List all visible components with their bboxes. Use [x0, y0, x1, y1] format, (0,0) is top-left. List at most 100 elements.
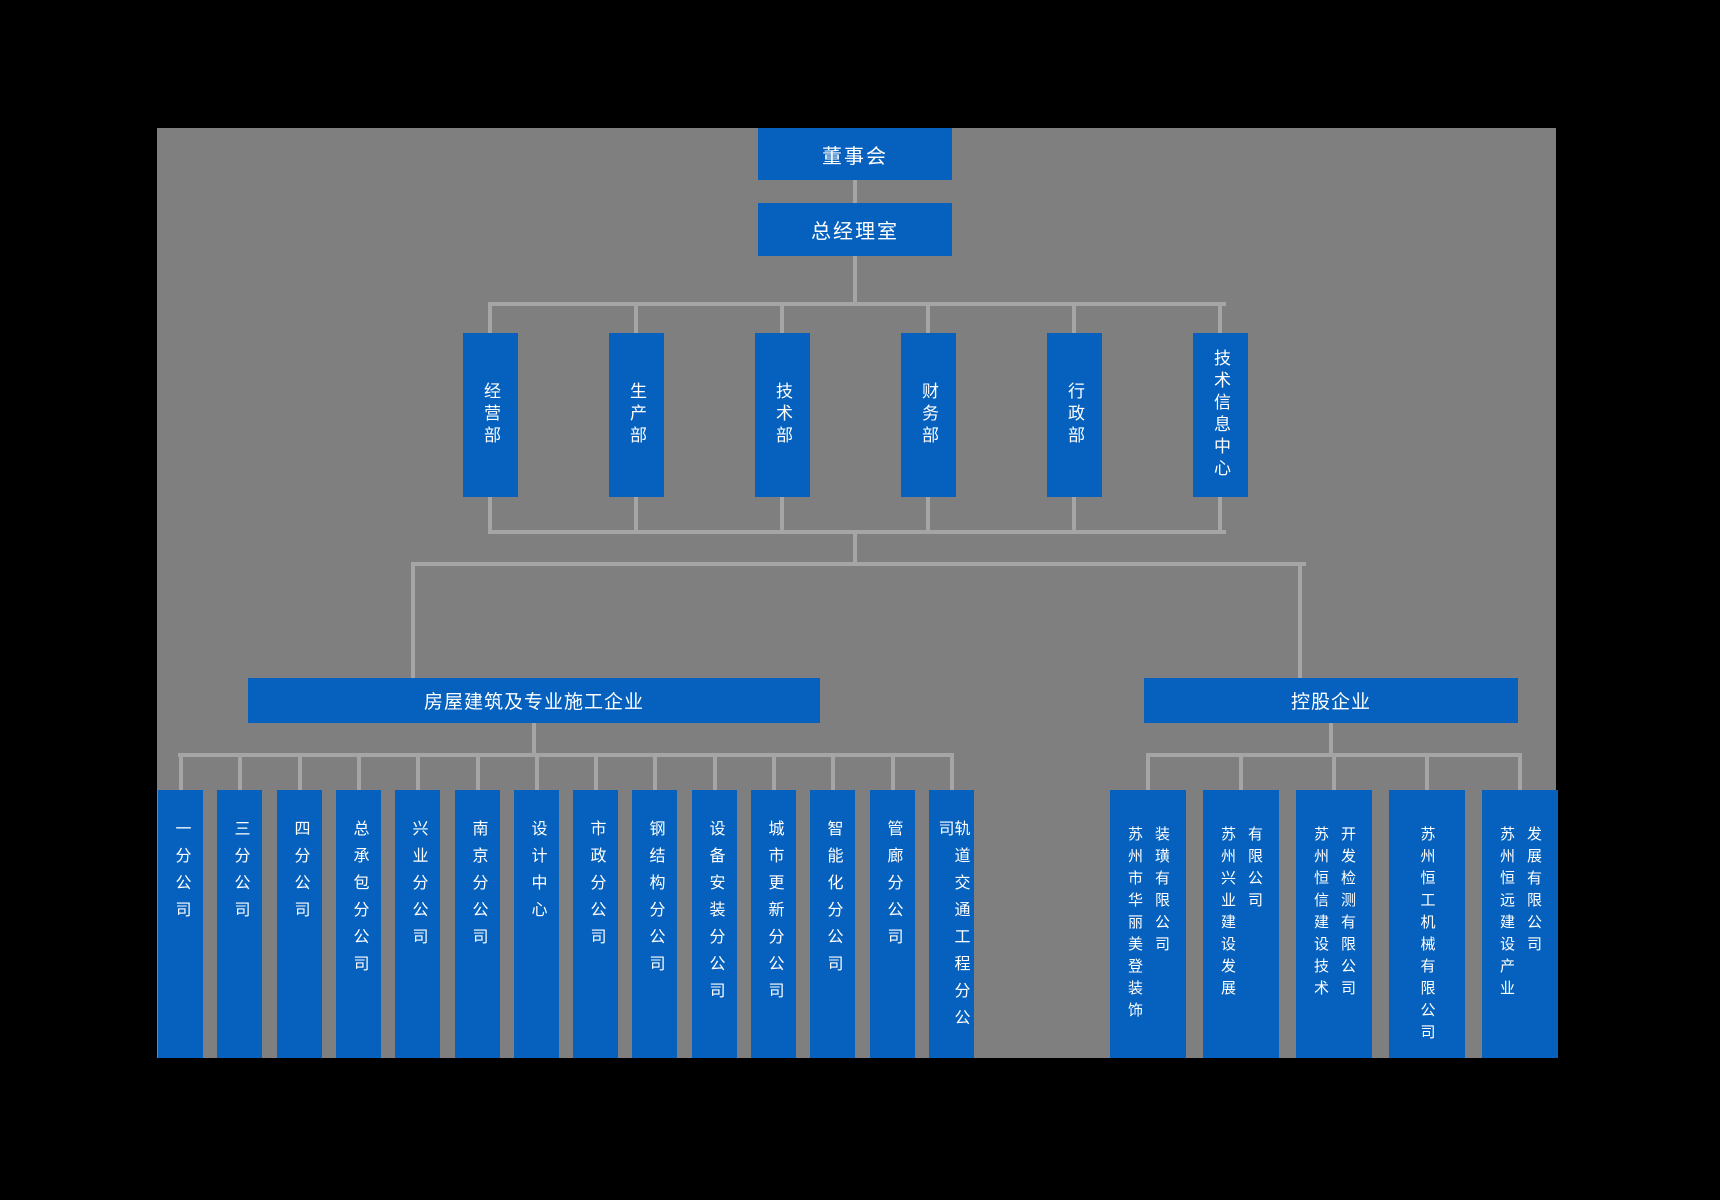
left-group-title: 房屋建筑及专业施工企业 [423, 692, 644, 713]
left-company-column-label: 设备安装分公司 [706, 820, 724, 1009]
dept-box-label: 技术信息中心 [1211, 349, 1230, 481]
connector-left-group-drop [411, 562, 415, 678]
dept-box: 生产部 [609, 333, 664, 497]
dept-box: 技术部 [755, 333, 810, 497]
dept-box: 经营部 [463, 333, 518, 497]
connector-left-company-stub [713, 753, 717, 790]
gm-office-box: 总经理室 [758, 203, 952, 256]
connector-center-drop [853, 530, 857, 566]
connector-left-header-down [532, 723, 536, 755]
right-company-column-label: 苏州恒信建设技术 [1312, 826, 1329, 1002]
connector-dept-stub-top [488, 302, 492, 333]
left-company-column-label: 管廊分公司 [884, 820, 902, 955]
dept-box-label: 财务部 [919, 382, 938, 448]
connector-left-company-stub [476, 753, 480, 790]
connector-dept-top-rail [488, 302, 1226, 306]
left-company-column: 设备安装分公司 [692, 790, 737, 1058]
board-label: 董事会 [822, 145, 888, 168]
connector-right-company-stub [1332, 753, 1336, 790]
right-company-column-label: 装璜有限公司 [1153, 826, 1170, 958]
right-company-column: 苏州恒工机械有限公司 [1389, 790, 1465, 1058]
left-company-column-label: 轨道交通工程分公司 [935, 820, 969, 1036]
connector-dept-bottom-rail [488, 530, 1226, 534]
left-company-column: 管廊分公司 [870, 790, 915, 1058]
connector-dept-stub-top [634, 302, 638, 333]
connector-left-company-stub [416, 753, 420, 790]
connector-left-company-stub [831, 753, 835, 790]
connector-left-company-stub [772, 753, 776, 790]
left-group-header: 房屋建筑及专业施工企业 [248, 678, 820, 723]
left-company-column-label: 四分公司 [291, 820, 309, 928]
connector-dept-stub-top [1072, 302, 1076, 333]
connector-right-company-stub [1425, 753, 1429, 790]
dept-box: 财务部 [901, 333, 956, 497]
connector-group-rail [411, 562, 1306, 566]
connector-right-company-stub [1518, 753, 1522, 790]
dept-box-label: 生产部 [627, 382, 646, 448]
left-company-column-label: 南京分公司 [469, 820, 487, 955]
right-company-column-label: 开发检测有限公司 [1339, 826, 1356, 1002]
left-company-column: 智能化分公司 [810, 790, 855, 1058]
left-company-column-label: 兴业分公司 [409, 820, 427, 955]
left-company-column-label: 钢结构分公司 [646, 820, 664, 982]
right-group-title: 控股企业 [1290, 692, 1371, 713]
connector-dept-stub-bottom [634, 497, 638, 530]
right-company-column-label: 有限公司 [1246, 826, 1263, 914]
connector-dept-stub-bottom [926, 497, 930, 530]
left-company-column: 轨道交通工程分公司 [929, 790, 974, 1058]
left-company-column: 兴业分公司 [395, 790, 440, 1058]
connector-left-company-stub [298, 753, 302, 790]
dept-box: 行政部 [1047, 333, 1102, 497]
left-company-column: 四分公司 [277, 790, 322, 1058]
left-company-column: 南京分公司 [455, 790, 500, 1058]
connector-gm-down [853, 256, 857, 302]
left-company-column-label: 一分公司 [172, 820, 190, 928]
left-company-column-label: 设计中心 [528, 820, 546, 928]
left-company-column: 钢结构分公司 [632, 790, 677, 1058]
right-company-column: 苏州市华丽美登装饰装璜有限公司 [1110, 790, 1186, 1058]
connector-left-company-stub [238, 753, 242, 790]
right-company-column: 苏州兴业建设发展有限公司 [1203, 790, 1279, 1058]
right-company-column: 苏州恒远建设产业发展有限公司 [1482, 790, 1558, 1058]
connector-left-company-stub [950, 753, 954, 790]
right-company-column: 苏州恒信建设技术开发检测有限公司 [1296, 790, 1372, 1058]
connector-dept-stub-top [1218, 302, 1222, 333]
connector-left-company-stub [179, 753, 183, 790]
dept-box-label: 行政部 [1065, 382, 1084, 448]
connector-right-header-down [1329, 723, 1333, 755]
left-company-column-label: 总承包分公司 [350, 820, 368, 982]
connector-left-company-stub [357, 753, 361, 790]
right-company-column-label: 苏州恒远建设产业 [1498, 826, 1515, 1002]
board-box: 董事会 [758, 128, 952, 180]
dept-box-label: 技术部 [773, 382, 792, 448]
left-company-column-label: 市政分公司 [587, 820, 605, 955]
connector-right-company-stub [1239, 753, 1243, 790]
connector-dept-stub-top [926, 302, 930, 333]
right-company-column-label: 发展有限公司 [1525, 826, 1542, 958]
connector-dept-stub-top [780, 302, 784, 333]
left-company-column: 市政分公司 [573, 790, 618, 1058]
connector-board-to-gm [853, 180, 857, 203]
left-company-column: 三分公司 [217, 790, 262, 1058]
dept-box: 技术信息中心 [1193, 333, 1248, 497]
right-company-column-label: 苏州兴业建设发展 [1219, 826, 1236, 1002]
connector-dept-stub-bottom [488, 497, 492, 530]
gm-office-label: 总经理室 [811, 221, 899, 243]
connector-left-company-stub [535, 753, 539, 790]
right-group-header: 控股企业 [1144, 678, 1518, 723]
left-company-column: 一分公司 [158, 790, 203, 1058]
dept-box-label: 经营部 [481, 382, 500, 448]
connector-right-group-drop [1298, 562, 1302, 678]
connector-left-company-stub [891, 753, 895, 790]
left-company-column: 总承包分公司 [336, 790, 381, 1058]
connector-dept-stub-bottom [1072, 497, 1076, 530]
connector-left-company-stub [594, 753, 598, 790]
right-company-column-label: 苏州市华丽美登装饰 [1126, 826, 1143, 1024]
left-company-column: 城市更新分公司 [751, 790, 796, 1058]
connector-left-company-stub [653, 753, 657, 790]
connector-right-company-stub [1146, 753, 1150, 790]
left-company-column-label: 三分公司 [231, 820, 249, 928]
connector-left-children-rail [178, 753, 954, 757]
connector-dept-stub-bottom [780, 497, 784, 530]
